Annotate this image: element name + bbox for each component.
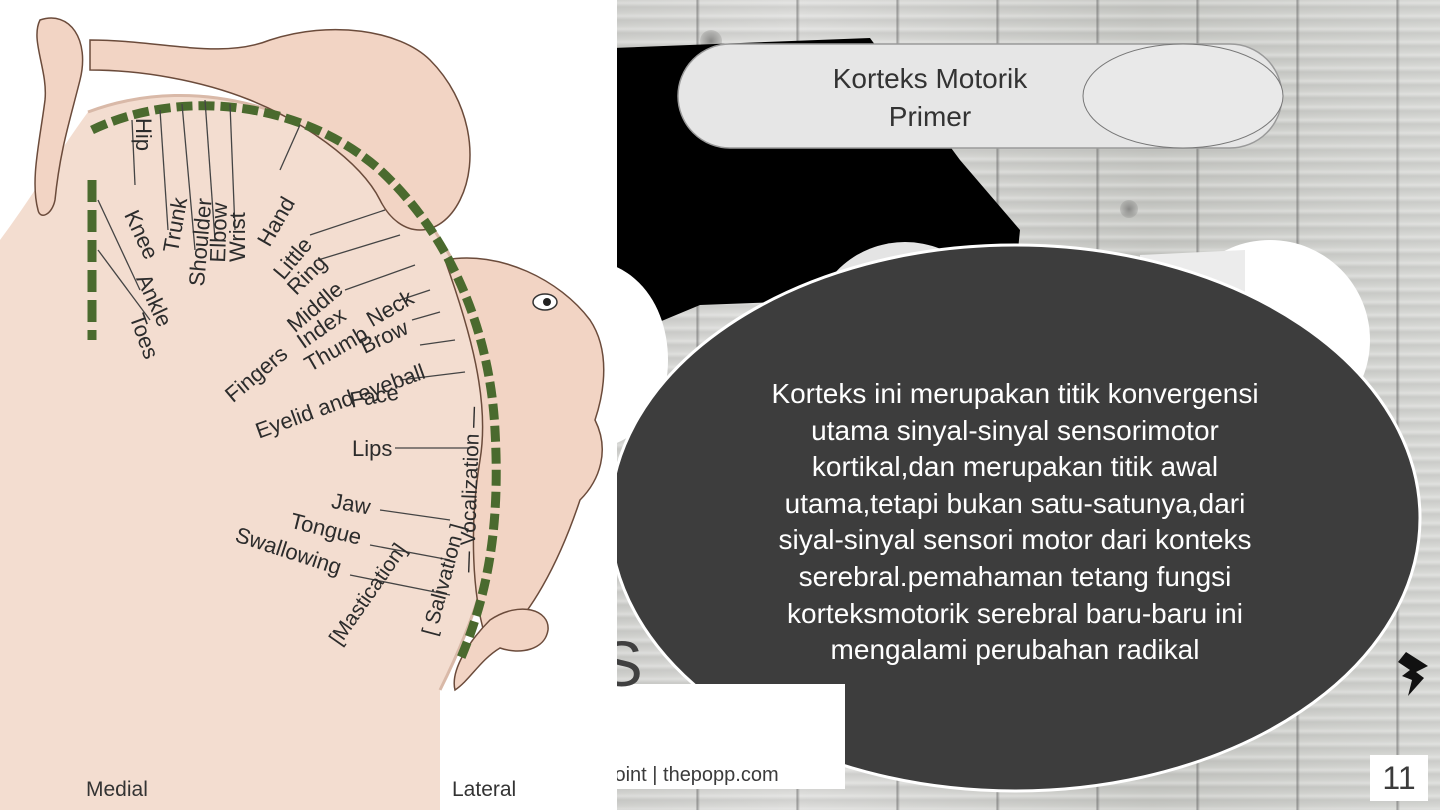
slide-title: Korteks Motorik Primer <box>760 60 1100 136</box>
body-line: utama sinyal-sinyal sensorimotor <box>811 414 1219 446</box>
body-line: kortikal,dan merupakan titik awal <box>811 451 1219 483</box>
label-lateral: Lateral <box>452 778 517 801</box>
wood-knot <box>1120 200 1138 218</box>
body-line: Korteks ini merupakan titik konvergensi <box>771 378 1259 409</box>
slide-title-line: Primer <box>888 101 972 132</box>
slide-body: Korteks ini merupakan titik konvergensi … <box>700 376 1330 669</box>
label-wrist: Wrist <box>225 212 250 262</box>
body-line: mengalami perubahan radikal <box>830 634 1200 666</box>
label-lips: Lips <box>352 436 393 461</box>
label-hip: Hip <box>131 118 156 152</box>
body-line: korteksmotorik serebral baru-baru ini <box>787 597 1243 629</box>
body-line: utama,tetapi bukan satu-satunya,dari <box>784 487 1246 519</box>
label-medial: Medial <box>86 778 148 801</box>
homunculus-diagram: Hip Trunk Shoulder Elbow Wrist Hand Knee… <box>0 0 617 810</box>
footer-credit: r.Point | thepopp.com <box>590 764 779 786</box>
body-line: siyal-sinyal sensori motor dari konteks <box>778 524 1252 556</box>
homunculus-drawing <box>0 17 605 810</box>
slide-title-line: Korteks Motorik <box>832 63 1028 94</box>
page-number-box <box>1370 755 1428 801</box>
lightning-icon <box>1398 652 1428 696</box>
body-line: serebral.pemahaman tetang fungsi <box>798 560 1232 592</box>
page-number: 11 <box>1382 760 1416 796</box>
